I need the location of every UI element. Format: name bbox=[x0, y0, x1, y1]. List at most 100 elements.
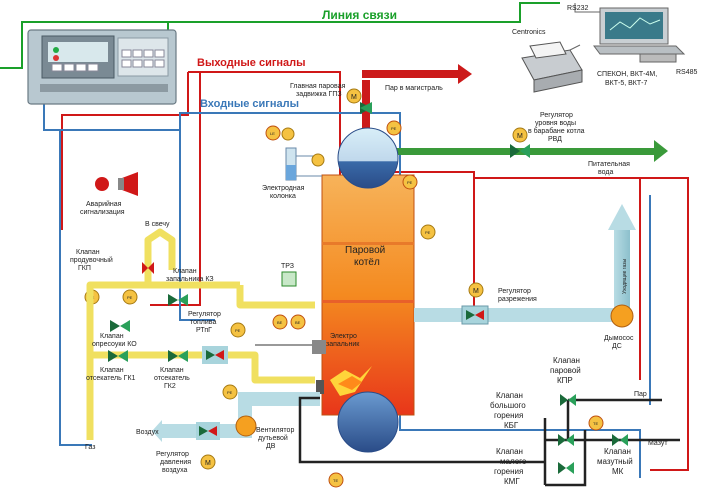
alarm-label-1: Аварийная bbox=[86, 200, 122, 208]
alarm-lamp-icon bbox=[95, 177, 109, 191]
alarm-icons bbox=[95, 172, 138, 196]
fan-label-2: дутьевой bbox=[258, 434, 288, 442]
motor-letter: М bbox=[473, 288, 479, 295]
sensor-code: PE bbox=[127, 295, 133, 300]
feed-water-arrow-icon bbox=[654, 140, 668, 162]
fuel-reg-label-3: РТпГ bbox=[196, 327, 212, 334]
air-motor-icon bbox=[200, 454, 216, 470]
igniter bbox=[255, 340, 326, 354]
input-signals-title: Входные сигналы bbox=[200, 98, 299, 110]
flue-gas-duct bbox=[414, 204, 636, 328]
steam-boiler bbox=[316, 127, 415, 453]
sensor-code: PE bbox=[425, 230, 431, 235]
boiler-label-2: котёл bbox=[354, 257, 380, 268]
steam-main-label: Пар в магистраль bbox=[385, 85, 443, 92]
level-reg-label-3: в барабане котла bbox=[528, 127, 585, 135]
vkt-label: ВКТ-5, ВКТ-7 bbox=[605, 80, 647, 87]
mk-label-1: Клапан bbox=[604, 447, 631, 456]
comm-line-title: Линия связи bbox=[322, 8, 397, 22]
pe-sensor-icon bbox=[122, 289, 138, 305]
pe-pres-sensor-icon bbox=[402, 174, 418, 190]
draft-reg-label-1: Регулятор bbox=[498, 288, 531, 295]
kmg-valve-icon bbox=[558, 462, 574, 474]
sensor-code: BE bbox=[277, 320, 283, 325]
sensor-icon bbox=[281, 127, 295, 141]
be-sensor-icon bbox=[290, 314, 306, 330]
level-reg-label-4: РВД bbox=[548, 136, 562, 143]
gk2-label-3: ГК2 bbox=[164, 383, 176, 390]
pe-sensor-icon bbox=[420, 224, 436, 240]
fan-icon bbox=[235, 415, 257, 437]
fuel-reg-label-1: Регулятор bbox=[188, 311, 221, 318]
lower-drum bbox=[337, 391, 399, 453]
exhaust-label: Уходящие газы bbox=[622, 259, 628, 294]
gk2-valve-icon bbox=[168, 350, 188, 362]
draft-reg-label-2: разрежения bbox=[498, 296, 537, 303]
igniter-label-2: запальник bbox=[326, 341, 360, 348]
smoke-exhauster-label-2: ДС bbox=[612, 343, 622, 350]
tpz-label: ТРЗ bbox=[281, 263, 294, 270]
level-regulator-valve bbox=[510, 144, 530, 158]
computer-icon bbox=[593, 7, 686, 63]
fan-label-1: Вентилятор bbox=[256, 427, 294, 434]
upper-drum bbox=[337, 127, 399, 189]
ko-label-1: Клапан bbox=[100, 333, 124, 340]
sensor-code: BE bbox=[295, 320, 301, 325]
steam-label: Пар bbox=[634, 391, 647, 398]
sensor-code: TE bbox=[333, 478, 338, 483]
gas-valves bbox=[108, 262, 228, 364]
air-reg-label-3: воздуха bbox=[162, 467, 188, 474]
ko-label-2: опресоуки КО bbox=[92, 341, 137, 348]
gas-label: Газ bbox=[85, 444, 95, 451]
sensor-code: PE bbox=[235, 328, 241, 333]
draft-motor-icon bbox=[468, 282, 484, 298]
mk-valve-icon bbox=[612, 434, 628, 446]
sensor-icon bbox=[311, 153, 325, 167]
electrode-label-2: колонка bbox=[270, 193, 296, 200]
main-valve-motor-icon bbox=[346, 88, 362, 104]
steam-arrow-icon bbox=[458, 64, 472, 84]
sensor-code: PE bbox=[227, 390, 233, 395]
kmg-label-2: малого bbox=[500, 457, 527, 466]
ignit-valve-label-2: запальника КЗ bbox=[166, 276, 214, 283]
air-reg-label-1: Регулятор bbox=[156, 451, 189, 458]
tpz-box bbox=[281, 271, 297, 287]
electrode-label-1: Электродная bbox=[262, 185, 305, 192]
le-sensor-icon bbox=[265, 125, 281, 141]
fuel-oil-label: Мазут bbox=[648, 440, 668, 447]
kpr-label-2: паровой bbox=[550, 366, 581, 375]
motor-letter: М bbox=[351, 94, 357, 101]
to-candle-label: В свечу bbox=[145, 221, 170, 228]
fuel-valve-icons bbox=[558, 394, 628, 474]
ko-valve-icon bbox=[110, 320, 130, 332]
level-reg-motor-icon bbox=[512, 127, 528, 143]
rs485-label: RS485 bbox=[676, 69, 698, 76]
kmg-label-3: горения bbox=[494, 467, 523, 476]
printer-icon bbox=[521, 41, 583, 93]
gk2-label-1: Клапан bbox=[160, 367, 184, 374]
mk-label-3: МК bbox=[612, 467, 624, 476]
gk1-valve-icon bbox=[108, 350, 128, 362]
air-label: Воздух bbox=[136, 429, 159, 436]
alarm-led-icon bbox=[53, 55, 59, 61]
main-steam-valve bbox=[360, 102, 372, 114]
air-reg-label-2: давления bbox=[160, 459, 191, 466]
mk-label-2: мазутный bbox=[597, 457, 633, 466]
kpr-valve-icon bbox=[560, 394, 576, 406]
feed-water-label-2: вода bbox=[598, 169, 613, 176]
pe-sensor-icon bbox=[230, 322, 246, 338]
purge-label-3: ГКП bbox=[78, 265, 91, 272]
kbg-label-2: большого bbox=[490, 401, 526, 410]
purge-label-1: Клапан bbox=[76, 249, 100, 256]
sensor-code: LE bbox=[270, 131, 275, 136]
feed-water-label-1: Питательная bbox=[588, 161, 630, 168]
gk1-label-2: отсекатель ГК1 bbox=[86, 375, 136, 382]
purge-label-2: продувочный bbox=[70, 256, 113, 264]
kpr-label-1: Клапан bbox=[553, 356, 580, 365]
alarm-label-2: сигнализация bbox=[80, 209, 125, 216]
main-valve-label-1: Главная паровая bbox=[290, 83, 346, 90]
kmg-label-4: КМГ bbox=[504, 477, 520, 486]
sensor-code: TE bbox=[593, 421, 598, 426]
output-signals-title: Выходные сигналы bbox=[197, 57, 306, 69]
